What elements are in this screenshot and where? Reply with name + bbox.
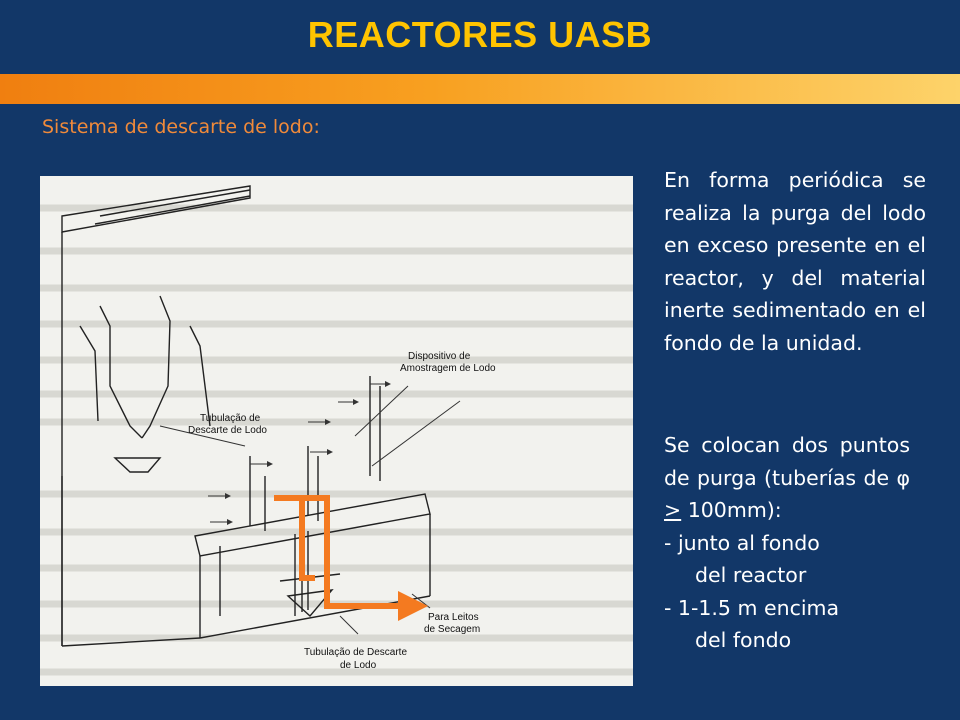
bullet1-dash: - xyxy=(664,530,672,555)
label-leitos-line2: de Secagem xyxy=(424,624,480,635)
bullet-item-bottom: - junto al fondo xyxy=(664,527,910,560)
label-tubulacao-top-line1: Tubulação de xyxy=(200,413,261,424)
label-dispositivo-line1: Dispositivo de xyxy=(408,351,471,362)
label-leitos-line1: Para Leitos xyxy=(428,612,479,623)
purge-description-paragraph: En forma periódica se realiza la purga d… xyxy=(664,168,926,355)
bullet1-continuation: del reactor xyxy=(695,563,807,587)
bullet-item-above-bottom: - 1-1.5 m encima xyxy=(664,595,840,620)
gte-symbol: > xyxy=(664,498,682,522)
reactor-structure-drawing xyxy=(61,185,431,647)
slide-title: REACTORES UASB xyxy=(307,14,653,55)
pipe-size-text: 100mm): xyxy=(687,498,782,522)
purge-points-intro: Se colocan dos puntos de purga (tuberías… xyxy=(664,433,910,490)
label-tubulacao-bottom-line2: de Lodo xyxy=(340,660,377,671)
label-tubulacao-top-line2: Descarte de Lodo xyxy=(188,425,267,436)
bullet1-text: junto al fondo xyxy=(677,530,820,555)
bullet2-continuation: del fondo xyxy=(695,628,792,652)
label-tubulacao-bottom-line1: Tubulação de Descarte xyxy=(304,647,407,658)
sampling-arrows xyxy=(159,381,461,635)
phi-symbol: φ xyxy=(896,465,910,490)
title-accent-bar xyxy=(0,74,960,104)
slide-subtitle: Sistema de descarte de lodo: xyxy=(42,116,320,138)
orange-purge-arrows xyxy=(274,495,428,621)
background-scan-text xyxy=(40,204,633,676)
purge-points-paragraph: Se colocan dos puntos de purga (tuberías… xyxy=(664,429,910,657)
uasb-diagram-figure: Dispositivo de Amostragem de Lodo Tubula… xyxy=(40,176,633,686)
label-dispositivo-line2: Amostragem de Lodo xyxy=(400,363,496,374)
